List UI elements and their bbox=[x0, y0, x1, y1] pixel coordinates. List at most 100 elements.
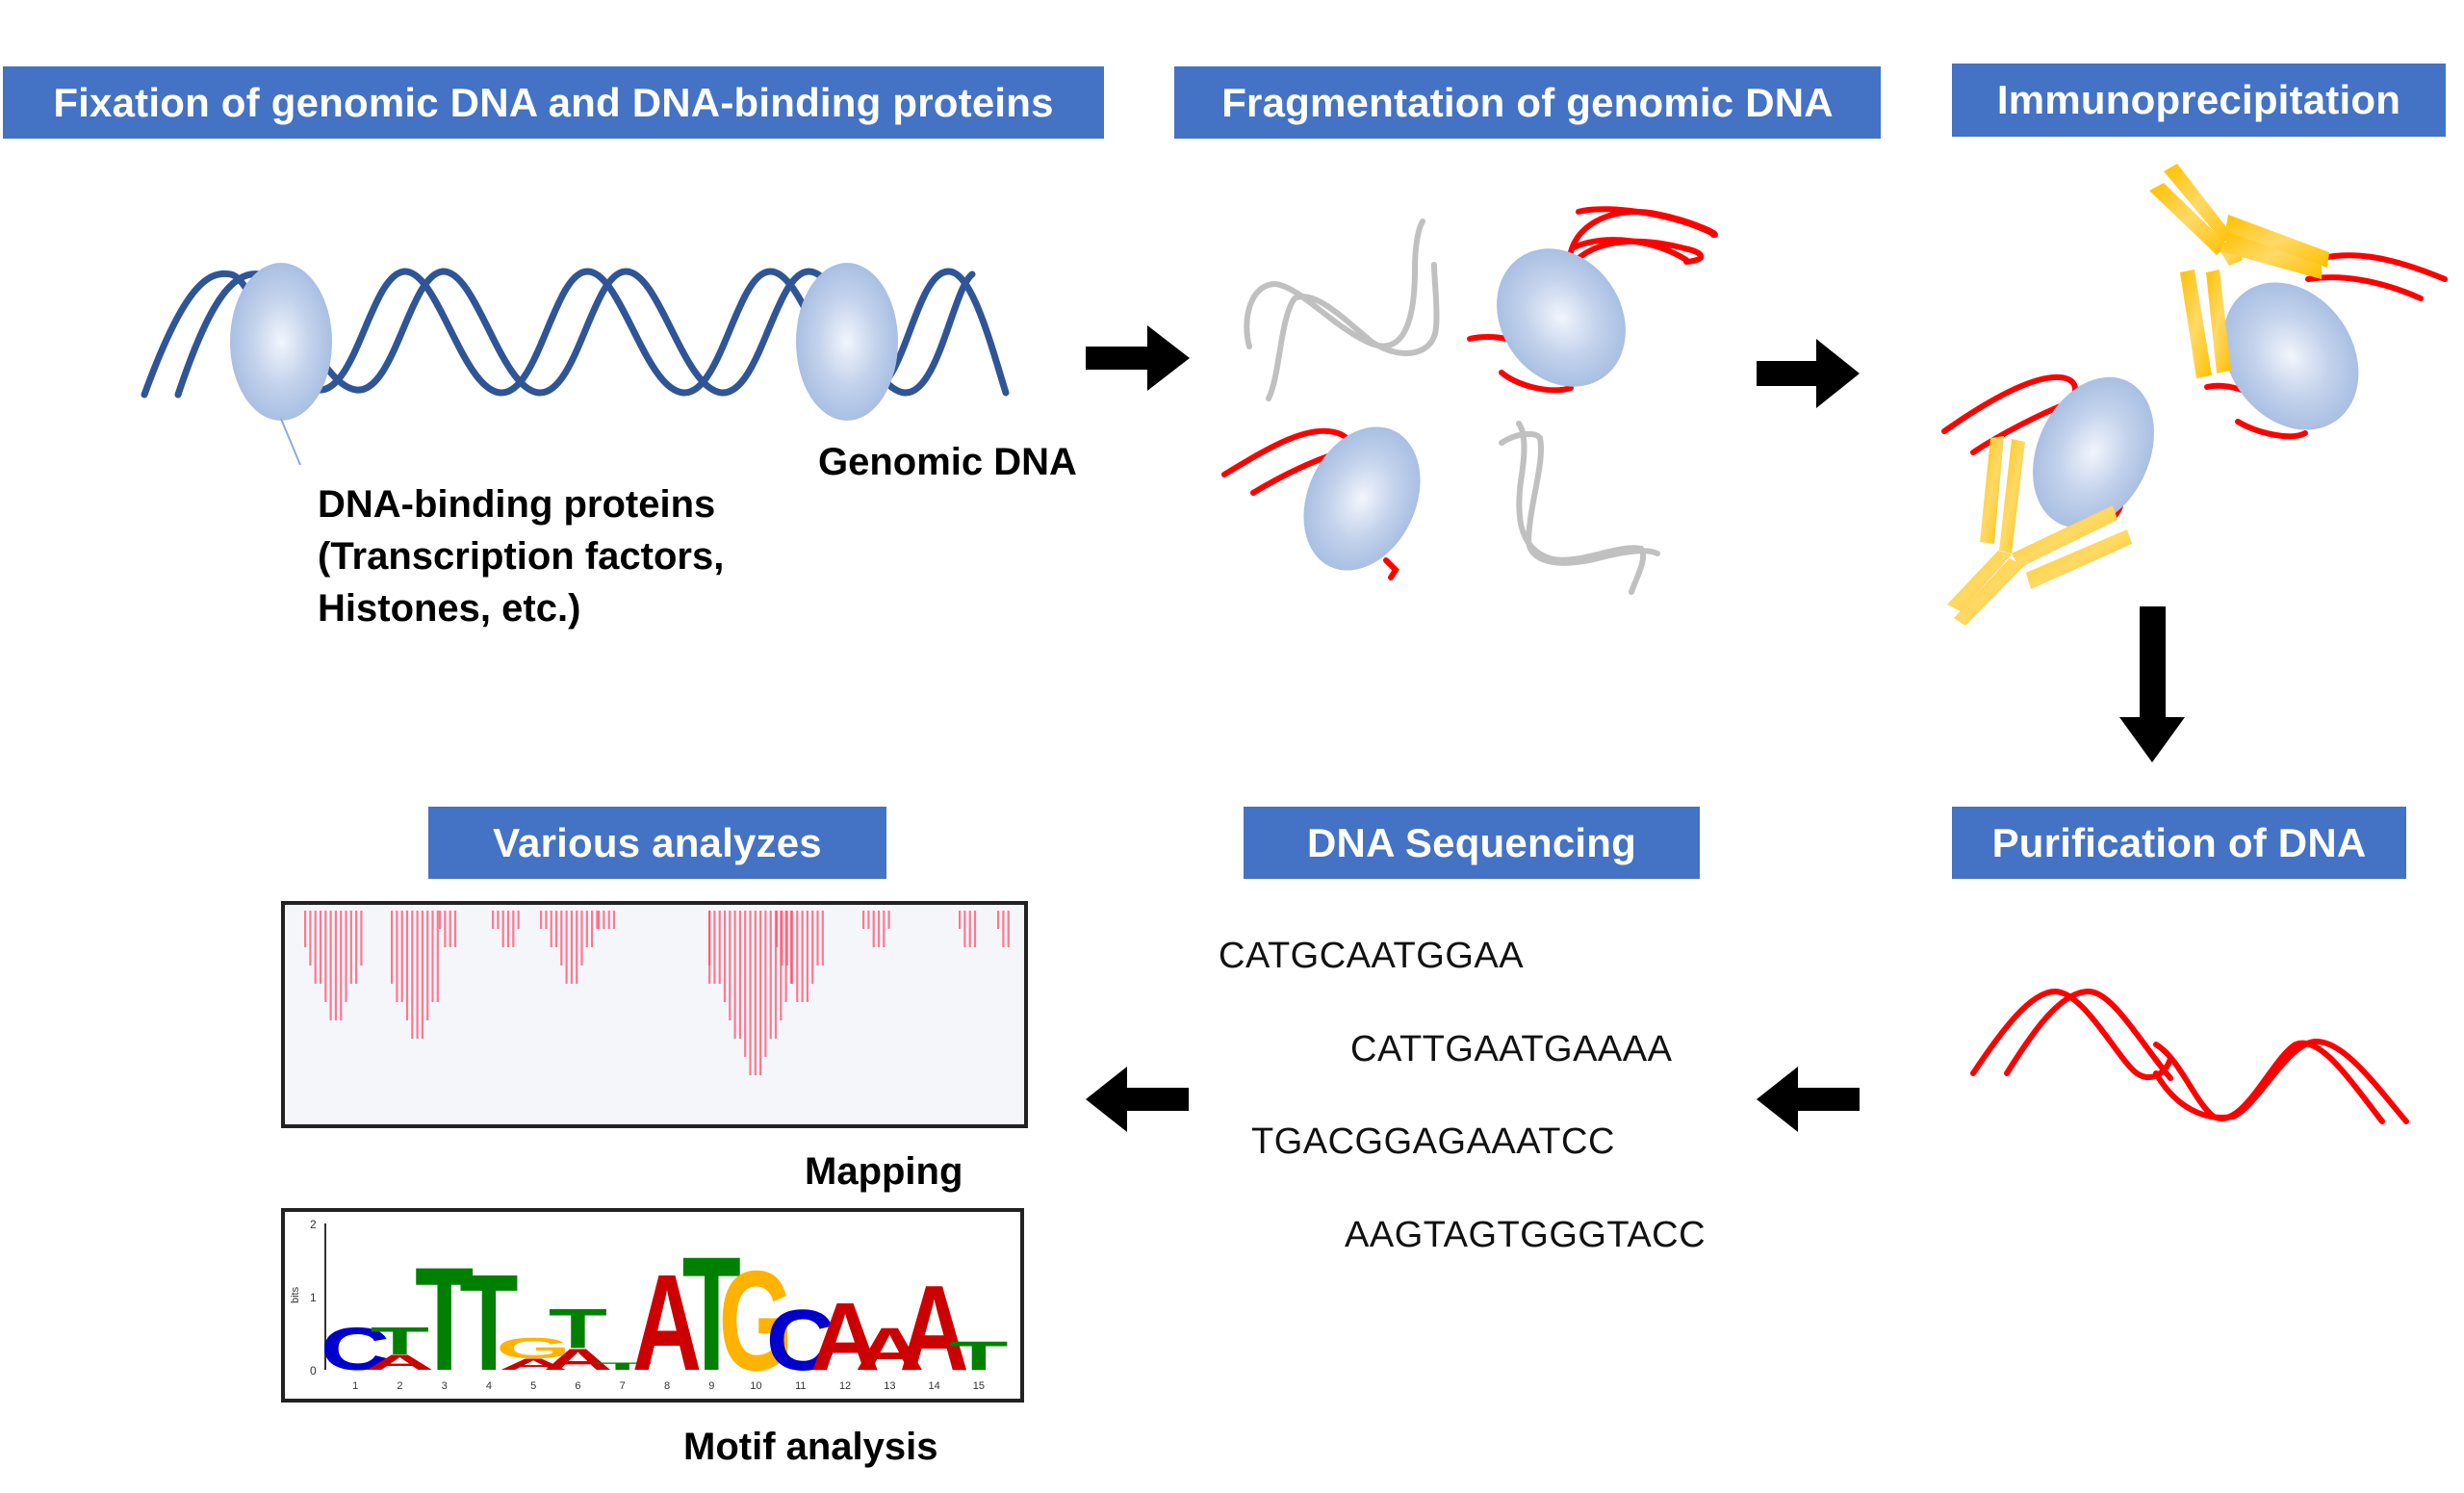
step-header-fragmentation: Fragmentation of genomic DNA bbox=[1174, 66, 1881, 139]
motif-letter: T bbox=[459, 1248, 518, 1399]
mapped-read-stack bbox=[774, 911, 778, 1039]
protein-icon bbox=[2033, 376, 2154, 528]
motif-position-label: 1 bbox=[352, 1380, 358, 1392]
mapped-read-stack bbox=[560, 911, 563, 965]
mapped-read-stack bbox=[733, 911, 736, 1039]
motif-position-label: 3 bbox=[442, 1380, 448, 1392]
mapped-read-stack bbox=[603, 911, 605, 929]
binding-proteins-label-line-3: Histones, etc.) bbox=[318, 587, 581, 630]
mapped-read-stack bbox=[790, 911, 794, 984]
antibody-icon bbox=[2149, 164, 2329, 378]
motif-letter: T bbox=[371, 1319, 429, 1363]
purified-dna-fragment bbox=[1970, 988, 2173, 1081]
mapped-read-stack bbox=[405, 911, 409, 1020]
mapped-read-stack bbox=[596, 911, 599, 929]
genomic-dna-label: Genomic DNA bbox=[818, 441, 1077, 483]
bound-dna-fragment bbox=[1467, 206, 1718, 394]
mapped-read-stack bbox=[708, 911, 711, 984]
mapped-read-stack bbox=[968, 911, 971, 947]
motif-letter: C bbox=[321, 1315, 390, 1383]
sequence-read: CATGCAATGGAA bbox=[1219, 936, 1525, 976]
mapped-read-stack bbox=[304, 911, 307, 947]
mapped-read-stack bbox=[391, 911, 394, 984]
motif-letter: C bbox=[766, 1293, 835, 1389]
mapped-read-stack bbox=[591, 911, 594, 947]
motif-letter: T bbox=[593, 1361, 652, 1373]
mapped-read-stack bbox=[492, 911, 495, 929]
mapped-read-stack bbox=[963, 911, 966, 947]
mapped-read-stack bbox=[883, 911, 886, 947]
mapped-read-stack bbox=[400, 911, 403, 1002]
protein-icon bbox=[1303, 426, 1421, 571]
motif-position-label: 5 bbox=[530, 1380, 536, 1392]
motif-position-label: 7 bbox=[620, 1380, 626, 1392]
mapped-read-stack bbox=[565, 911, 568, 984]
mapped-read-stack bbox=[781, 911, 783, 965]
binding-proteins-label-line-2: (Transcription factors, bbox=[318, 535, 725, 578]
mapped-read-stack bbox=[585, 911, 588, 947]
step-header-fixation: Fixation of genomic DNA and DNA-binding … bbox=[3, 66, 1104, 139]
mapped-read-stack bbox=[785, 911, 788, 965]
mapped-read-stack bbox=[426, 911, 429, 1020]
motif-position-label: 10 bbox=[750, 1380, 761, 1392]
protein-icon bbox=[230, 263, 332, 421]
motif-position-label: 15 bbox=[973, 1380, 985, 1392]
motif-position-label: 4 bbox=[486, 1380, 492, 1392]
motif-y-tick: 0 bbox=[310, 1364, 317, 1377]
mapped-read-stack bbox=[550, 911, 552, 947]
mapped-read-stack bbox=[319, 911, 322, 984]
mapped-read-stack bbox=[334, 911, 337, 1020]
arrow-right-icon bbox=[1757, 339, 1860, 408]
arrow-left-icon bbox=[1757, 1067, 1860, 1132]
mapped-read-stack bbox=[355, 911, 358, 984]
mapped-read-stack bbox=[324, 911, 327, 1002]
mapped-read-stack bbox=[501, 911, 504, 947]
mapped-read-stack bbox=[821, 911, 824, 965]
mapped-read-stack bbox=[973, 911, 977, 947]
binding-proteins-label-line-1: DNA-binding proteins bbox=[318, 483, 716, 526]
arrow-right-icon bbox=[1086, 325, 1190, 391]
motif-position-label: 11 bbox=[795, 1380, 806, 1392]
motif-letter: A bbox=[499, 1355, 568, 1374]
mapped-read-stack bbox=[801, 911, 804, 1002]
sequence-read: AAGTAGTGGGTACC bbox=[1345, 1215, 1707, 1255]
mapped-read-stack bbox=[598, 911, 601, 929]
mapped-read-stack bbox=[340, 911, 343, 1020]
motif-analysis-label: Motif analysis bbox=[683, 1426, 938, 1468]
mapping-label: Mapping bbox=[805, 1150, 963, 1193]
mapped-read-stack bbox=[607, 911, 610, 929]
sequence-read: TGACGGAGAAATCC bbox=[1251, 1121, 1615, 1162]
mapped-read-stack bbox=[1002, 911, 1005, 947]
mapped-read-stack bbox=[816, 911, 819, 965]
mapped-read-stack bbox=[997, 911, 1000, 929]
antibody-icon bbox=[1947, 436, 2132, 626]
mapped-read-stack bbox=[612, 911, 616, 929]
motif-letter: T bbox=[949, 1334, 1008, 1379]
sequence-read: CATTGAATGAAAA bbox=[1350, 1029, 1673, 1069]
mapped-read-stack bbox=[723, 911, 727, 1002]
mapped-read-stack bbox=[796, 911, 799, 1002]
protein-icon bbox=[1497, 248, 1626, 387]
mapped-read-stack bbox=[360, 911, 363, 965]
mapped-read-stack bbox=[554, 911, 558, 947]
motif-y-tick: 1 bbox=[310, 1291, 317, 1304]
motif-y-tick: 2 bbox=[310, 1218, 317, 1231]
mapped-read-stack bbox=[744, 911, 747, 1057]
mapped-read-stack bbox=[713, 911, 716, 984]
mapped-read-stack bbox=[811, 911, 814, 984]
mapped-read-stack bbox=[329, 911, 332, 1020]
motif-y-label: bits bbox=[290, 1286, 301, 1303]
motif-position-label: 13 bbox=[884, 1380, 895, 1392]
motif-letter: A bbox=[810, 1283, 880, 1391]
motif-position-label: 9 bbox=[708, 1380, 714, 1392]
unbound-dna-fragment bbox=[1244, 219, 1440, 401]
mapped-read-stack bbox=[349, 911, 352, 984]
mapped-read-stack bbox=[506, 911, 510, 947]
mapped-read-stack bbox=[877, 911, 881, 947]
motif-position-label: 12 bbox=[839, 1380, 851, 1392]
mapped-read-stack bbox=[411, 911, 414, 1039]
mapped-read-stack bbox=[580, 911, 583, 965]
